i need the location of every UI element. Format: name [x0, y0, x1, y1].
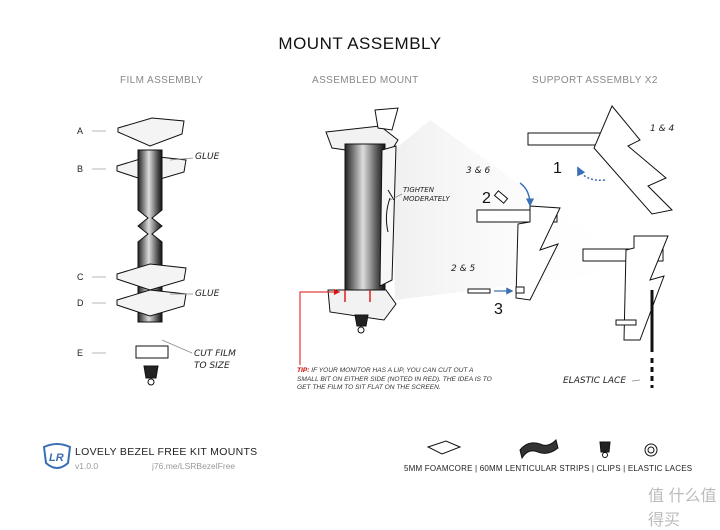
step-2-arrow: [519, 182, 535, 207]
tighten-note-1: TIGHTEN: [403, 186, 434, 194]
elastic-lace-label: ELASTIC LACE: [563, 376, 627, 386]
tip-note: TIP: IF YOUR MONITOR HAS A LIP, YOU CAN …: [297, 367, 497, 393]
brand-title: LOVELY BEZEL FREE KIT MOUNTS: [75, 446, 258, 458]
tip-line-2: SMALL BIT ON EITHER SIDE (NOTED IN RED).…: [297, 375, 492, 383]
svg-text:LR: LR: [49, 452, 64, 464]
support-complete: [582, 235, 669, 341]
cut-film-note-1: CUT FILM: [194, 349, 236, 359]
glue-leaders: [161, 157, 194, 354]
tip-prefix: TIP:: [297, 367, 310, 374]
red-arrow-head: [334, 289, 340, 295]
material-icons: [426, 439, 658, 460]
tighten-leader: [389, 193, 403, 201]
film-label-a: A: [77, 126, 84, 136]
cut-film-note-2: TO SIZE: [194, 361, 230, 371]
film-label-c: C: [77, 272, 84, 282]
film-label-e: E: [77, 348, 84, 358]
tip-line-3: GET THE FILM TO SIT FLAT ON THE SCREEN.: [297, 384, 441, 392]
glue-note-b: GLUE: [195, 152, 220, 162]
film-stack: [116, 117, 187, 386]
section-assembled-mount: ASSEMBLED MOUNT: [312, 75, 419, 86]
film-label-b: B: [77, 164, 84, 174]
materials-list: 5MM FOAMCORE | 60MM LENTICULAR STRIPS | …: [404, 464, 693, 473]
project-url[interactable]: j76.me/LSRBezelFree: [152, 461, 236, 471]
step-label-3-6: 3 & 6: [466, 166, 491, 176]
elastic-lace: [631, 290, 654, 388]
page-title: MOUNT ASSEMBLY: [278, 34, 442, 53]
step-label-2-5: 2 & 5: [451, 264, 476, 274]
assembly-diagram: LR: [42, 105, 674, 469]
watermark: 值 什么值得买: [648, 488, 717, 529]
support-part-1: [527, 105, 674, 215]
support-part-2-3: [467, 190, 561, 301]
rotate-arrow-1: [577, 166, 606, 181]
step-number-2: 2: [482, 190, 491, 207]
step-label-1-4: 1 & 4: [650, 124, 675, 134]
lsr-logo: LR: [42, 443, 72, 469]
tip-line-1: IF YOUR MONITOR HAS A LIP, YOU CAN CUT O…: [309, 367, 474, 374]
glue-note-d: GLUE: [195, 289, 220, 299]
section-film-assembly: FILM ASSEMBLY: [120, 75, 204, 86]
lip-cut-markers: [299, 290, 371, 365]
tighten-note-2: MODERATELY: [403, 195, 450, 203]
step-number-1: 1: [553, 160, 562, 177]
step-number-3: 3: [494, 301, 503, 318]
version-label: v1.0.0: [75, 461, 99, 471]
section-support-assembly: SUPPORT ASSEMBLY X2: [532, 75, 658, 86]
film-label-d: D: [77, 298, 84, 308]
film-label-leaders: [92, 130, 106, 354]
